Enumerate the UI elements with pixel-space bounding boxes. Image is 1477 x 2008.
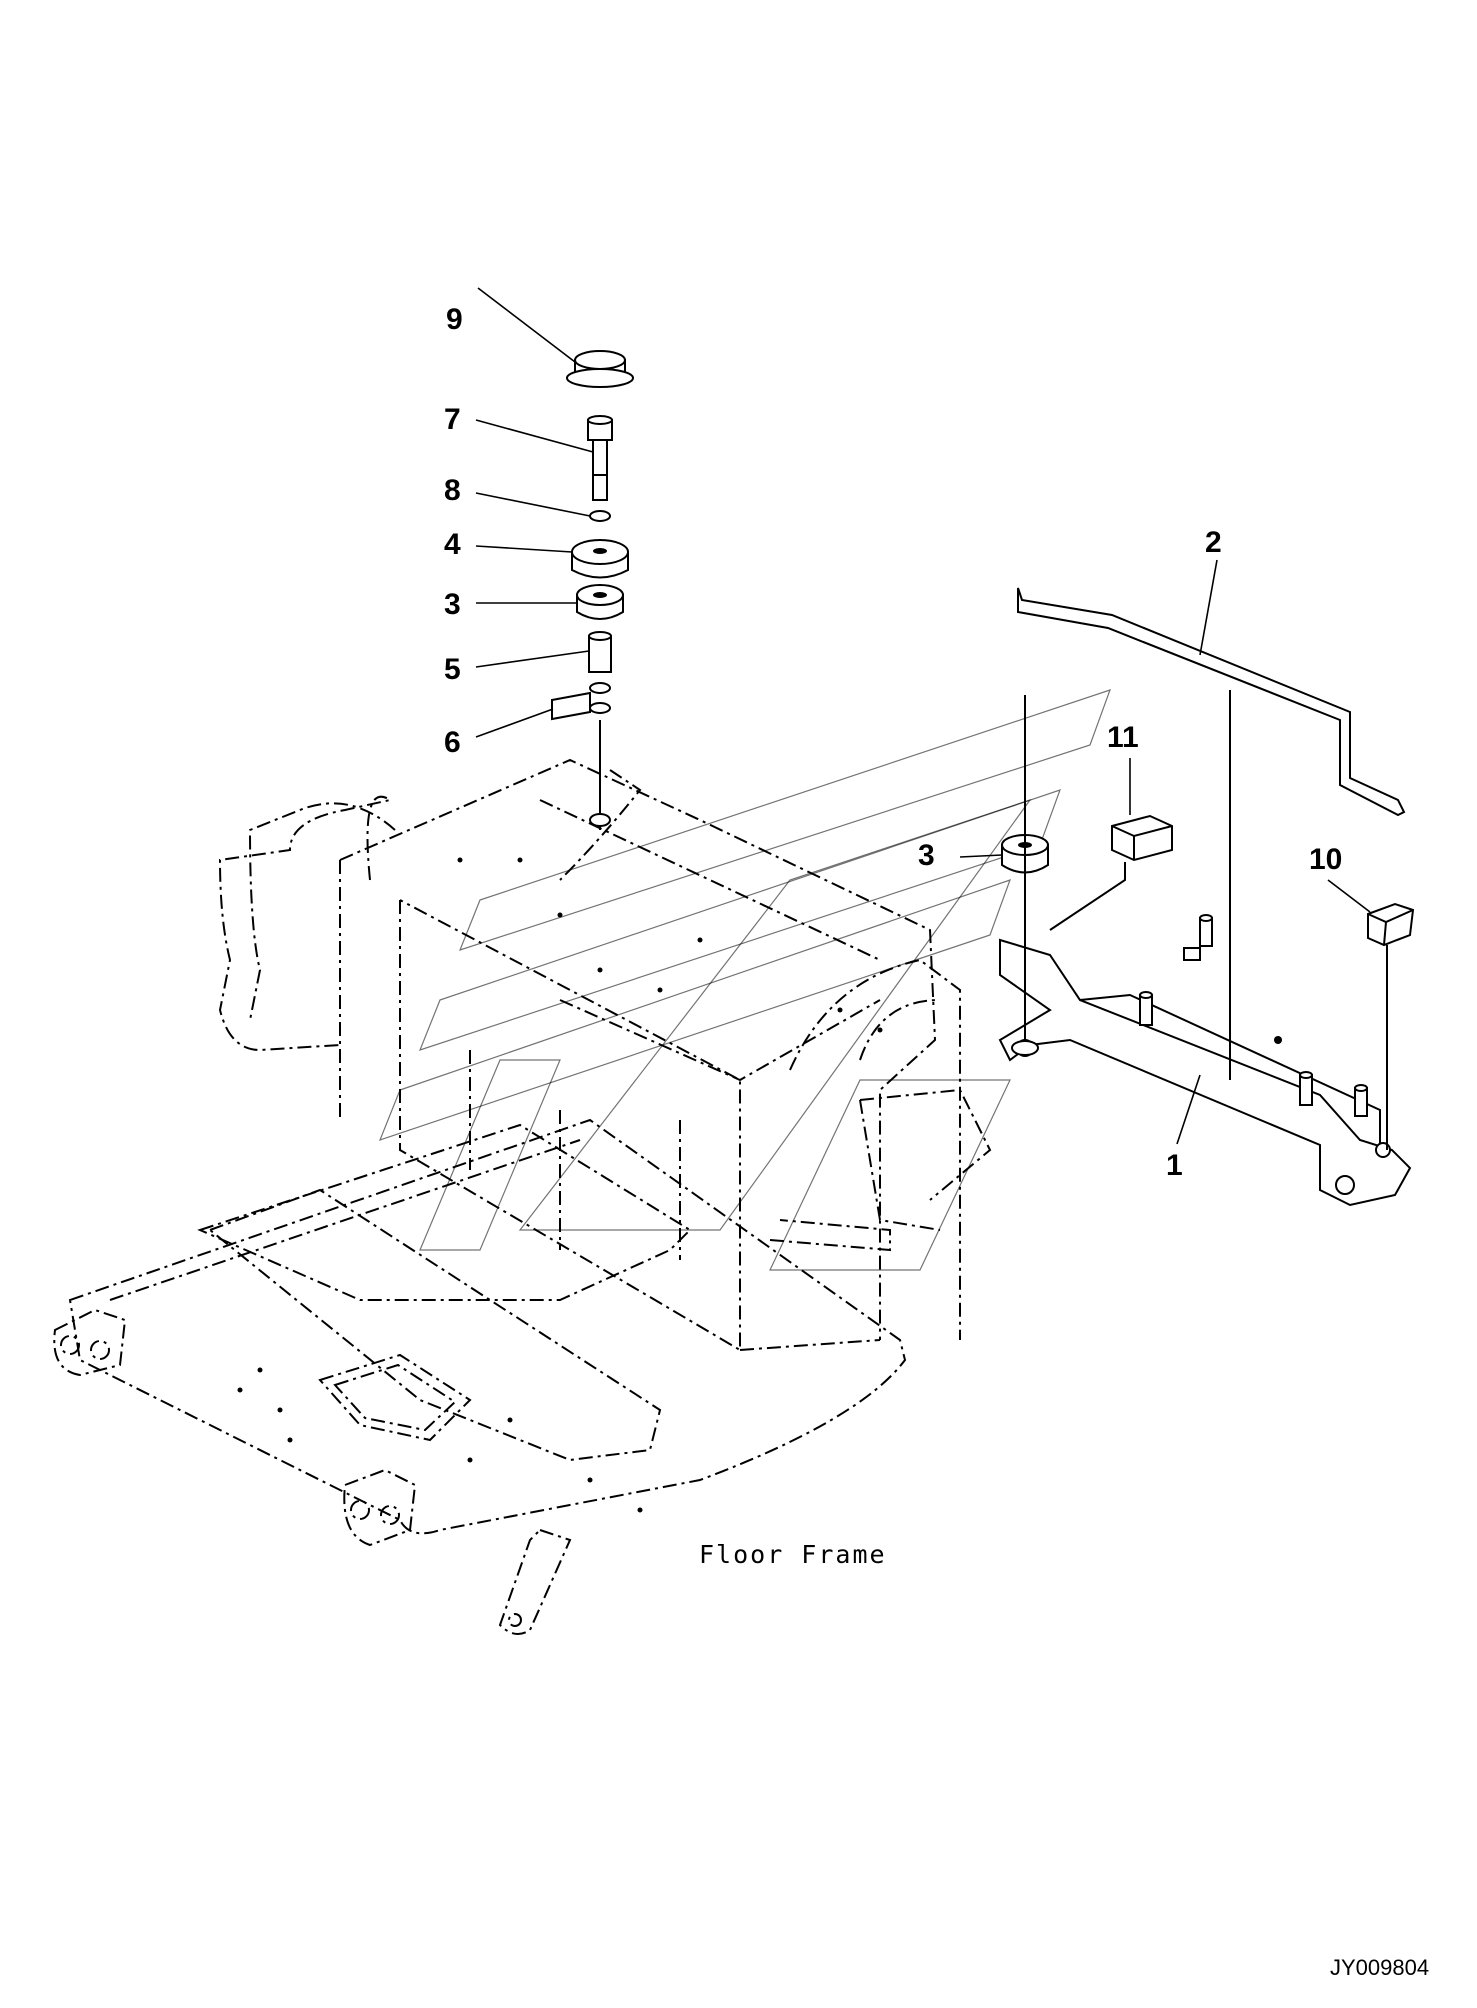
- part-8-washer: [589, 510, 611, 522]
- callout-5: 5: [444, 653, 461, 686]
- callout-4: 4: [444, 528, 461, 561]
- part-1-bracket: [998, 914, 1412, 1207]
- part-5-collar: [588, 631, 612, 673]
- callout-labels: 9 7 8 4 3 5 6 2 11 3 10 1: [444, 303, 1342, 1182]
- right-side-parts: [998, 587, 1415, 1207]
- callout-7: 7: [444, 403, 461, 436]
- callout-1: 1: [1166, 1149, 1183, 1182]
- part-11-block: [1111, 814, 1173, 862]
- part-9-cap: [566, 350, 634, 388]
- callout-10: 10: [1309, 843, 1342, 876]
- callout-6: 6: [444, 726, 461, 759]
- mount-stack-parts: [551, 350, 634, 830]
- part-4-rubber-mount: [571, 539, 629, 579]
- leader-lines: [475, 287, 1371, 1145]
- callout-11: 11: [1107, 721, 1139, 754]
- watermark-logo: [378, 689, 1111, 1271]
- callout-2: 2: [1205, 526, 1222, 559]
- floor-frame-drawing: [53, 758, 992, 1635]
- part-6-shims: [551, 682, 611, 721]
- callout-9: 9: [446, 303, 463, 336]
- callout-3-right: 3: [918, 839, 935, 872]
- part-3-rubber-mount-upper: [576, 584, 624, 620]
- document-id: JY009804: [1330, 1955, 1429, 1980]
- callout-3: 3: [444, 588, 461, 621]
- part-10-block: [1367, 902, 1415, 947]
- callout-8: 8: [444, 474, 461, 507]
- part-2-bar: [1017, 587, 1406, 817]
- part-7-bolt: [587, 415, 613, 501]
- diagram-caption: Floor Frame: [699, 1540, 887, 1569]
